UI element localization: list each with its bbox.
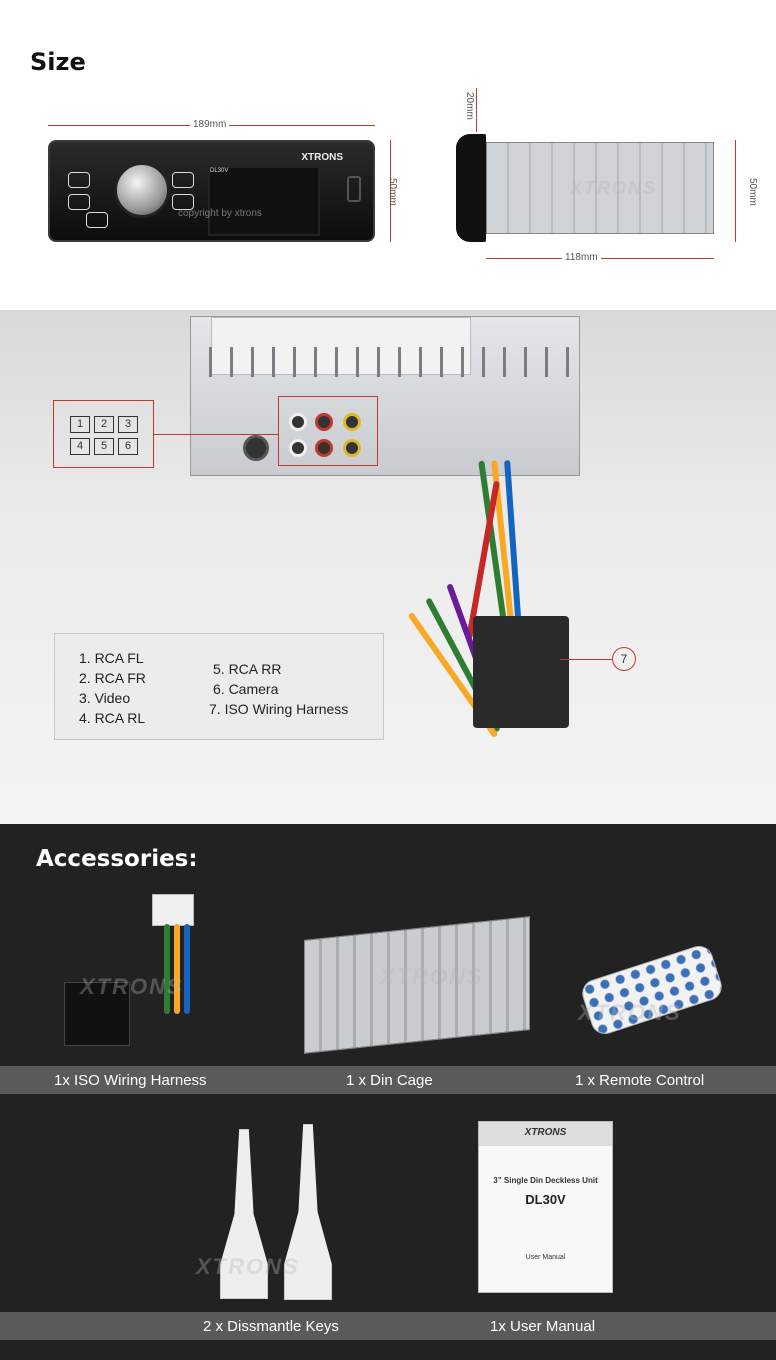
- grid-number: 3: [118, 416, 138, 433]
- watermark-logo: XTRONS: [570, 178, 658, 198]
- size-section: Size 189mm 50mm DL30V XTRONS copyright b…: [0, 0, 776, 310]
- grid-number: 5: [94, 438, 114, 455]
- iso-connector: [473, 616, 569, 728]
- rear-vent-slots: [191, 347, 581, 377]
- radio-front-view: DL30V XTRONS: [48, 140, 375, 242]
- wire: [164, 924, 170, 1014]
- side-face-line: [476, 88, 477, 132]
- legend-item: 6. Camera: [213, 681, 279, 697]
- antenna-port: [243, 435, 269, 461]
- rca-jack: [315, 413, 333, 431]
- accessories-band-row2: [0, 1312, 776, 1340]
- watermark-logo: XTRONS: [380, 964, 484, 989]
- accessories-section: Accessories: XTRONS XTRONS XTRONS 1x ISO…: [0, 824, 776, 1360]
- caption-dismantle-keys: 2 x Dissmantle Keys: [203, 1318, 339, 1335]
- size-title: Size: [30, 48, 86, 76]
- grid-number: 6: [118, 438, 138, 455]
- front-height-line: [390, 140, 391, 242]
- legend-item: 4. RCA RL: [79, 710, 146, 726]
- radio-button: [172, 194, 194, 210]
- accessories-band-row1: [0, 1066, 776, 1094]
- iso-harness-image: [64, 894, 214, 1054]
- rca-jack: [343, 439, 361, 457]
- rca-highlight-box: [278, 396, 378, 466]
- caption-remote-control: 1 x Remote Control: [575, 1072, 705, 1089]
- legend-item: 2. RCA FR: [79, 670, 146, 686]
- watermark-logo: XTRONS: [80, 974, 184, 999]
- manual-title: 3” Single Din Deckless Unit: [493, 1176, 598, 1185]
- radio-side-view: [456, 134, 716, 242]
- grid-number: 2: [94, 416, 114, 433]
- legend-item: 1. RCA FL: [79, 650, 144, 666]
- radio-brand-label: XTRONS: [301, 152, 343, 163]
- callout-line: [560, 659, 612, 660]
- caption-user-manual: 1x User Manual: [490, 1318, 596, 1335]
- legend-item: 7. ISO Wiring Harness: [209, 701, 349, 717]
- rca-jack: [343, 413, 361, 431]
- manual-model: DL30V: [525, 1192, 566, 1207]
- front-width-label: 189mm: [190, 119, 230, 130]
- wire: [174, 924, 180, 1014]
- side-depth-label: 118mm: [562, 252, 601, 263]
- radio-side-cage: [486, 142, 714, 234]
- connections-legend: 1. RCA FL 2. RCA FR 3. Video 4. RCA RL 5…: [54, 633, 384, 740]
- front-height-label: 50mm: [387, 178, 398, 206]
- manual-brand: XTRONS: [524, 1127, 567, 1138]
- callout-line: [154, 434, 278, 435]
- caption-din-cage: 1 x Din Cage: [346, 1072, 433, 1089]
- legend-left: 1. RCA FL 2. RCA FR 3. Video 4. RCA RL: [79, 648, 146, 728]
- side-height-line: [735, 140, 736, 242]
- legend-item: 5. RCA RR: [213, 661, 282, 677]
- grid-number: 1: [70, 416, 90, 433]
- manual-subtitle: User Manual: [525, 1254, 566, 1261]
- harness-plug: [152, 894, 194, 926]
- radio-button: [172, 172, 194, 188]
- callout-number: 7: [612, 647, 636, 671]
- side-face-label: 20mm: [464, 92, 475, 120]
- harness-connector: [64, 982, 130, 1046]
- radio-screen: [208, 166, 320, 236]
- side-height-label: 50mm: [747, 178, 758, 206]
- radio-model-label: DL30V: [210, 168, 229, 174]
- radio-button: [68, 194, 90, 210]
- radio-button: [86, 212, 108, 228]
- rear-unit-image: [190, 316, 581, 476]
- watermark-copyright: copyright by xtrons: [178, 208, 262, 219]
- rca-jack: [289, 439, 307, 457]
- connections-section: 1 2 3 4 5 6 7 1. RCA FL 2. RCA FR 3. Vid…: [0, 310, 776, 824]
- rca-jack: [289, 413, 307, 431]
- caption-iso-harness: 1x ISO Wiring Harness: [54, 1072, 207, 1089]
- watermark-logo: XTRONS: [196, 1254, 300, 1279]
- usb-port: [347, 176, 361, 202]
- user-manual-image: XTRONS 3” Single Din Deckless Unit DL30V…: [478, 1121, 613, 1293]
- connector-number-grid: 1 2 3 4 5 6: [53, 400, 154, 468]
- radio-side-face: [456, 134, 486, 242]
- watermark-logo: XTRONS: [578, 1000, 682, 1025]
- wire: [184, 924, 190, 1014]
- manual-header-bar: [479, 1122, 612, 1146]
- grid-number: 4: [70, 438, 90, 455]
- volume-knob: [114, 162, 170, 218]
- legend-right: 5. RCA RR 6. Camera 7. ISO Wiring Harnes…: [209, 659, 348, 719]
- accessories-title: Accessories:: [36, 846, 198, 872]
- radio-button: [68, 172, 90, 188]
- legend-item: 3. Video: [79, 690, 131, 706]
- rca-jack: [315, 439, 333, 457]
